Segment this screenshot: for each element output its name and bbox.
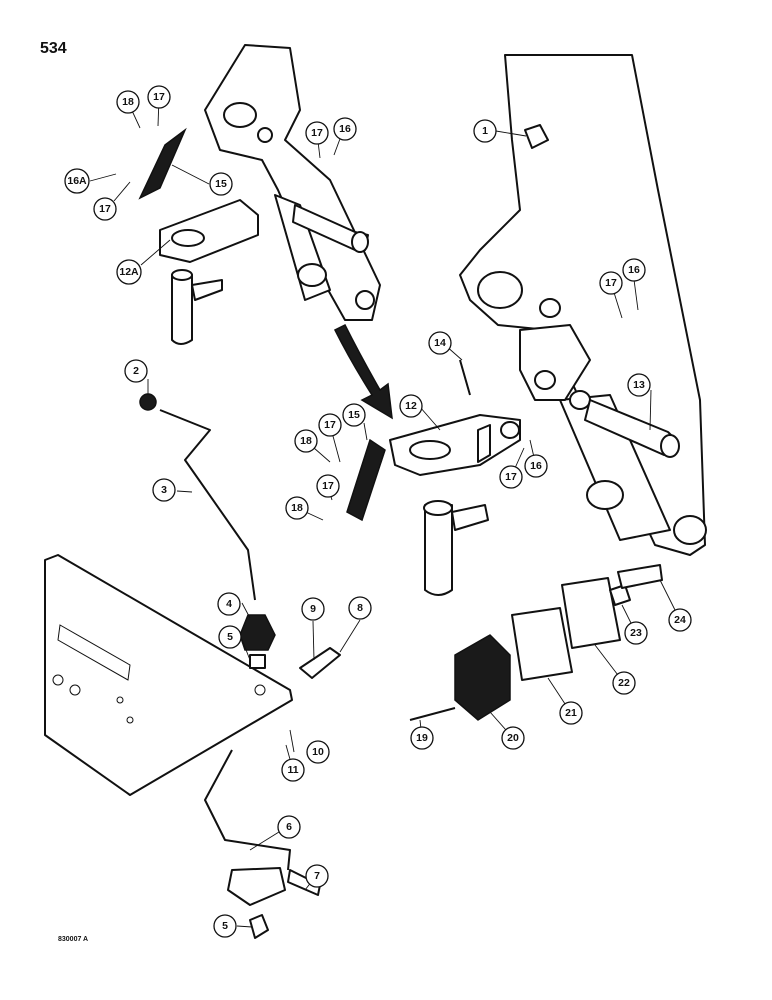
- svg-text:7: 7: [314, 870, 320, 882]
- callout: 3: [152, 478, 176, 502]
- svg-text:23: 23: [630, 627, 642, 639]
- svg-text:5: 5: [227, 631, 233, 643]
- callout: 24: [668, 608, 692, 632]
- callout: 17: [147, 85, 171, 109]
- svg-text:3: 3: [161, 484, 167, 496]
- callout: 12A: [116, 259, 142, 285]
- svg-text:2: 2: [133, 365, 139, 377]
- latch-12: [389, 414, 521, 596]
- callout: 12: [399, 394, 423, 418]
- callout: 16A: [64, 168, 90, 194]
- callout: 17: [305, 121, 329, 145]
- callout: 18: [116, 90, 140, 114]
- svg-text:22: 22: [618, 677, 630, 689]
- callout: 21: [559, 701, 583, 725]
- svg-text:18: 18: [122, 96, 134, 108]
- svg-text:4: 4: [226, 598, 232, 610]
- svg-text:11: 11: [287, 764, 298, 776]
- boot-4: [239, 614, 276, 669]
- roll-pin-14: [459, 359, 471, 396]
- callout: 7: [305, 864, 329, 888]
- callout: 8: [348, 596, 372, 620]
- svg-text:16A: 16A: [67, 175, 87, 187]
- svg-text:17: 17: [505, 471, 517, 483]
- callout: 4: [217, 592, 241, 616]
- callout: 17: [599, 271, 623, 295]
- platform-plate: [44, 554, 293, 796]
- lever-rod-3: [139, 393, 256, 601]
- svg-text:17: 17: [153, 91, 165, 103]
- svg-text:14: 14: [434, 337, 446, 349]
- callout: 5: [213, 914, 237, 938]
- pad-15-main: [346, 438, 386, 522]
- callout: 10: [306, 740, 330, 764]
- svg-text:12A: 12A: [119, 266, 139, 278]
- svg-text:9: 9: [310, 603, 316, 615]
- svg-text:15: 15: [215, 178, 227, 190]
- svg-text:17: 17: [99, 203, 111, 215]
- callout: 20: [501, 726, 525, 750]
- upper-left-arm-detail: [204, 44, 381, 321]
- svg-text:17: 17: [605, 277, 617, 289]
- pin-13: [584, 399, 680, 458]
- callout: 9: [301, 597, 325, 621]
- svg-text:24: 24: [674, 614, 686, 626]
- callout: 16: [524, 454, 548, 478]
- svg-text:8: 8: [357, 602, 363, 614]
- loader-arm-main: [459, 54, 707, 556]
- svg-text:6: 6: [286, 821, 292, 833]
- svg-text:17: 17: [324, 419, 336, 431]
- svg-text:15: 15: [348, 409, 360, 421]
- lower-linkage-6: [204, 749, 321, 939]
- callout: 2: [124, 359, 148, 383]
- callout: 15: [209, 172, 233, 196]
- callout: 13: [627, 373, 651, 397]
- svg-text:16: 16: [530, 460, 542, 472]
- callout: 17: [93, 197, 117, 221]
- callout: 6: [277, 815, 301, 839]
- svg-text:17: 17: [311, 127, 323, 139]
- linkage-arm-main: [519, 324, 591, 410]
- callout: 17: [318, 413, 342, 437]
- page-number: 534: [40, 40, 67, 57]
- svg-text:18: 18: [300, 435, 312, 447]
- svg-text:19: 19: [416, 732, 428, 744]
- svg-text:16: 16: [628, 264, 640, 276]
- callout: 23: [624, 621, 648, 645]
- callout: 11: [281, 758, 305, 782]
- drawing-code: 830007 A: [58, 936, 89, 943]
- callout: 17: [316, 474, 340, 498]
- svg-text:1: 1: [482, 125, 488, 137]
- callout: 22: [612, 671, 636, 695]
- callout: 19: [410, 726, 434, 750]
- svg-text:12: 12: [405, 400, 417, 412]
- callout: 17: [499, 465, 523, 489]
- callout: 5: [218, 625, 242, 649]
- svg-text:18: 18: [291, 502, 303, 514]
- svg-text:17: 17: [322, 480, 334, 492]
- direction-arrow: [333, 323, 393, 420]
- latch-12a: [159, 199, 259, 345]
- callout: 16: [333, 117, 357, 141]
- svg-text:13: 13: [633, 379, 645, 391]
- pad-15-upper: [138, 127, 187, 200]
- callout: 16: [622, 258, 646, 282]
- pad-assembly: [409, 564, 663, 721]
- bracket-9: [299, 647, 341, 679]
- callout: 18: [285, 496, 309, 520]
- svg-text:16: 16: [339, 123, 351, 135]
- callout: 14: [428, 331, 452, 355]
- callout: 18: [294, 429, 318, 453]
- callout: 15: [342, 403, 366, 427]
- svg-text:10: 10: [312, 746, 324, 758]
- callout: 1: [473, 119, 497, 143]
- svg-text:5: 5: [222, 920, 228, 932]
- svg-text:21: 21: [565, 707, 577, 719]
- svg-text:20: 20: [507, 732, 519, 744]
- pin-upper: [292, 204, 369, 253]
